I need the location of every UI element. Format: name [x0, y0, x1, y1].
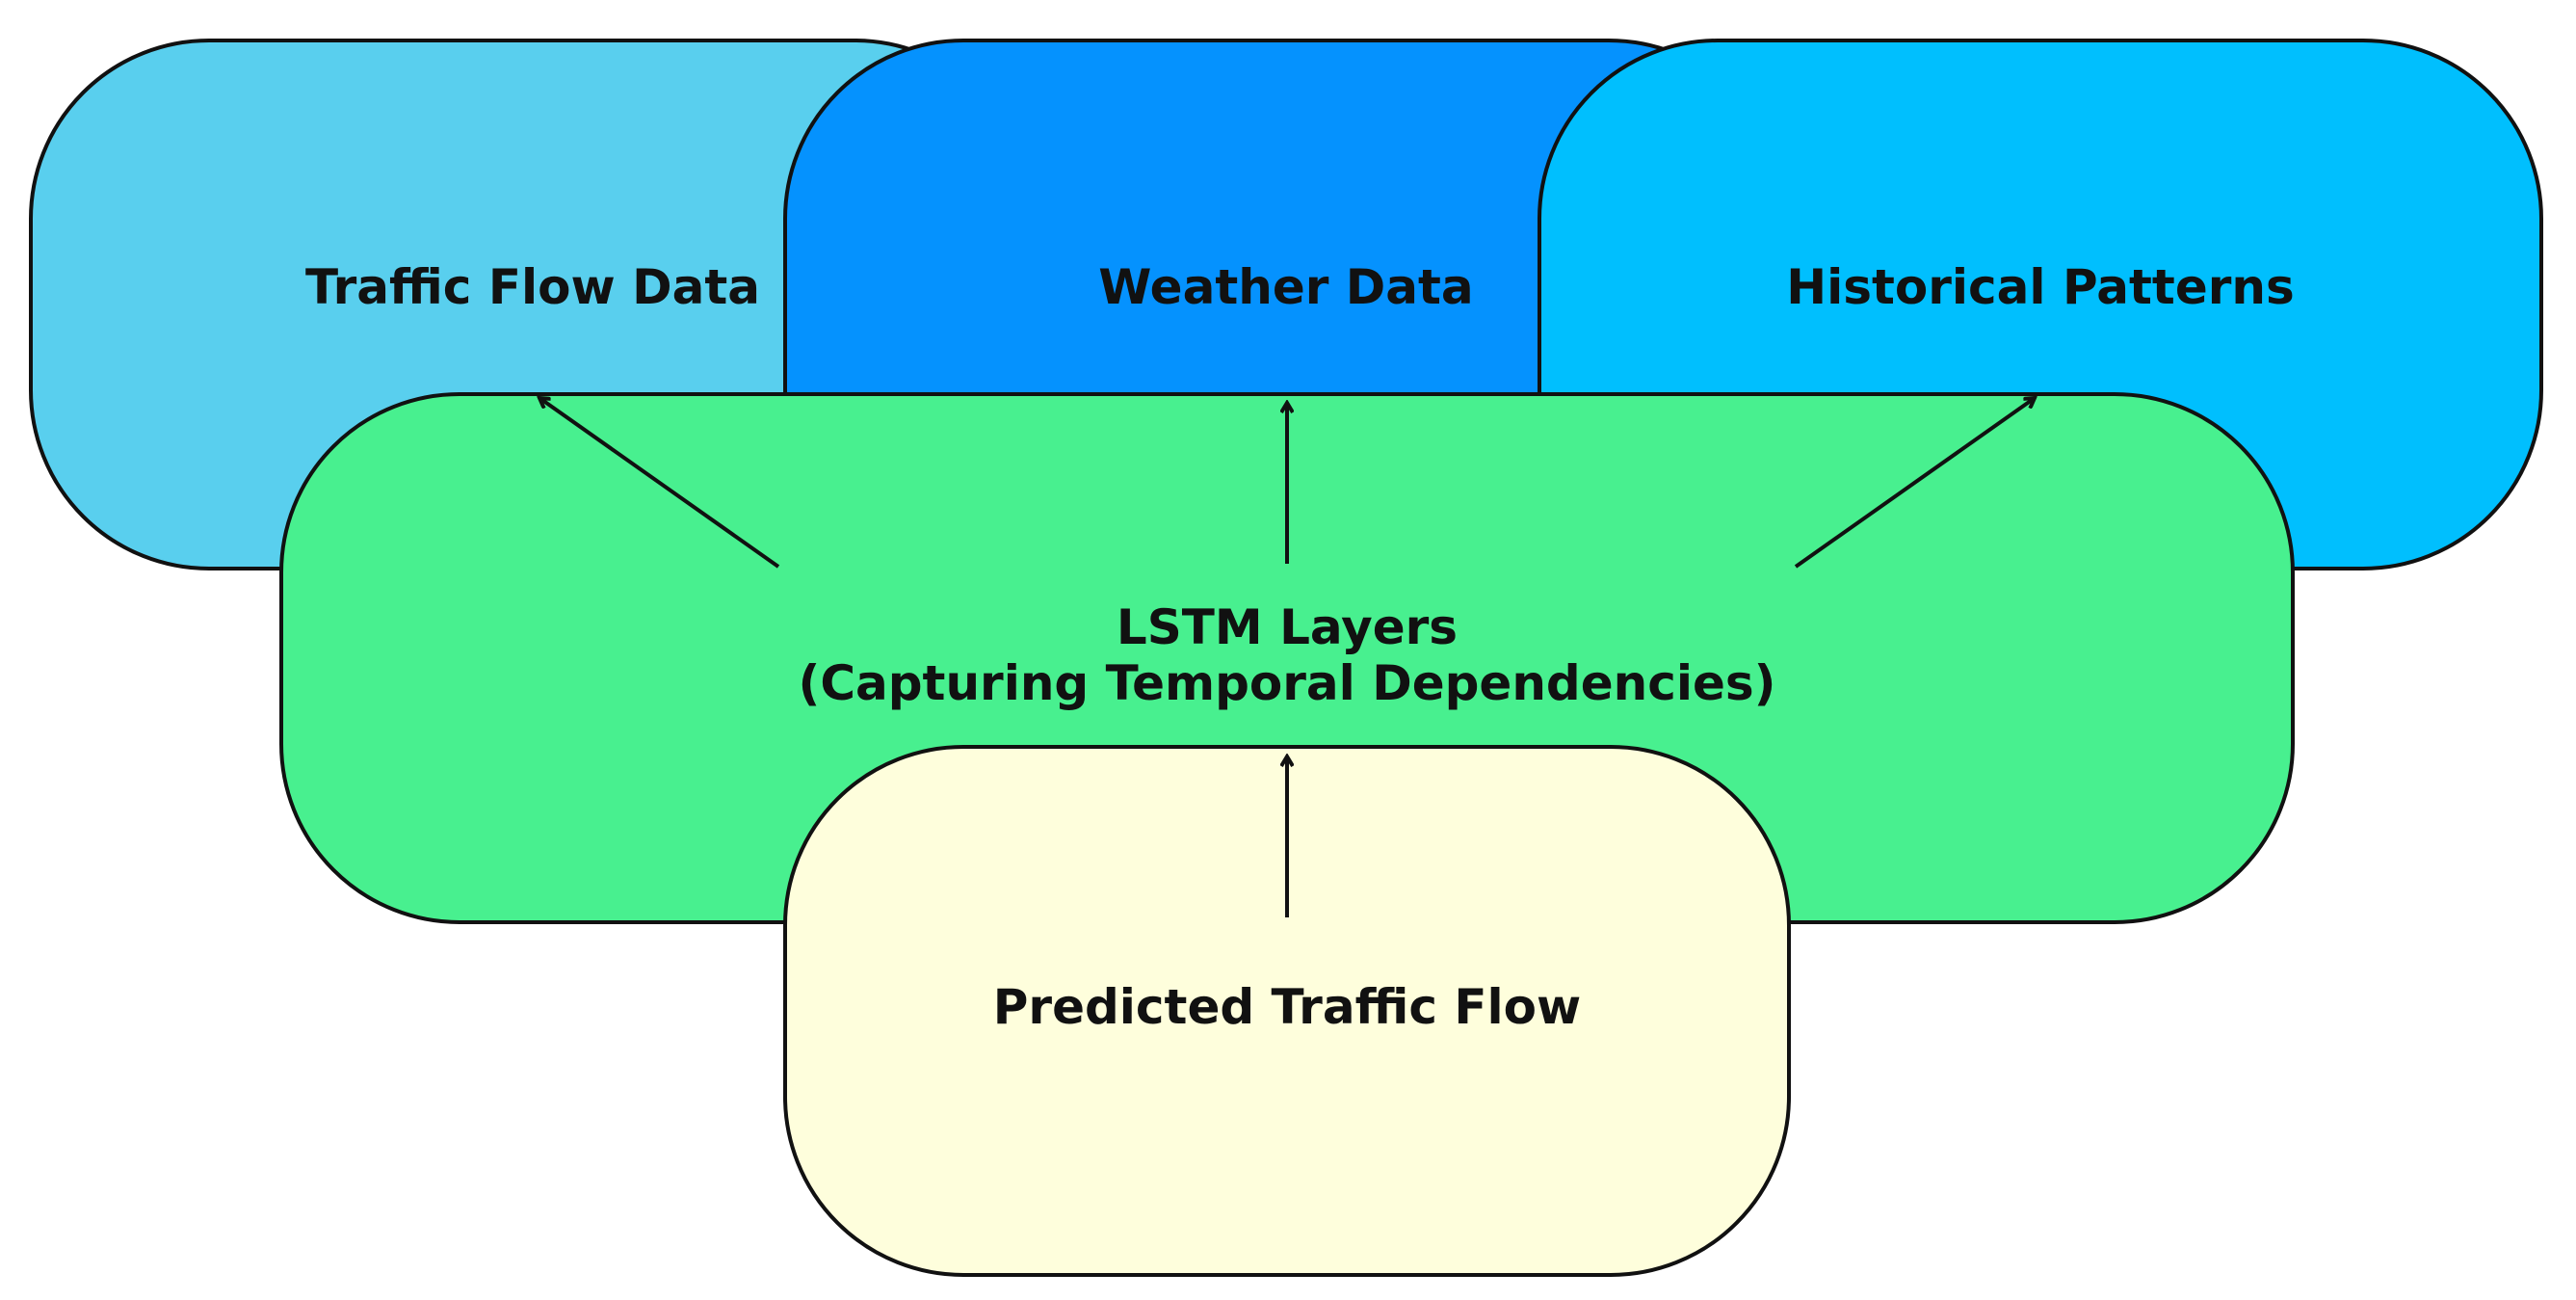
historical-patterns-label: Historical Patterns	[1786, 259, 2295, 315]
predicted-traffic-flow-label: Predicted Traffic Flow	[993, 979, 1581, 1035]
arrow-lstm-to-traffic-flow	[539, 398, 780, 569]
traffic-flow-data-label: Traffic Flow Data	[305, 259, 760, 315]
lstm-layers-title: LSTM Layers	[1117, 599, 1458, 655]
weather-data-label: Weather Data	[1098, 259, 1473, 315]
predicted-traffic-flow-box	[783, 745, 1791, 1277]
arrow-lstm-to-historical	[1794, 398, 2035, 569]
lstm-layers-subtitle: (Capturing Temporal Dependencies)	[798, 655, 1775, 711]
